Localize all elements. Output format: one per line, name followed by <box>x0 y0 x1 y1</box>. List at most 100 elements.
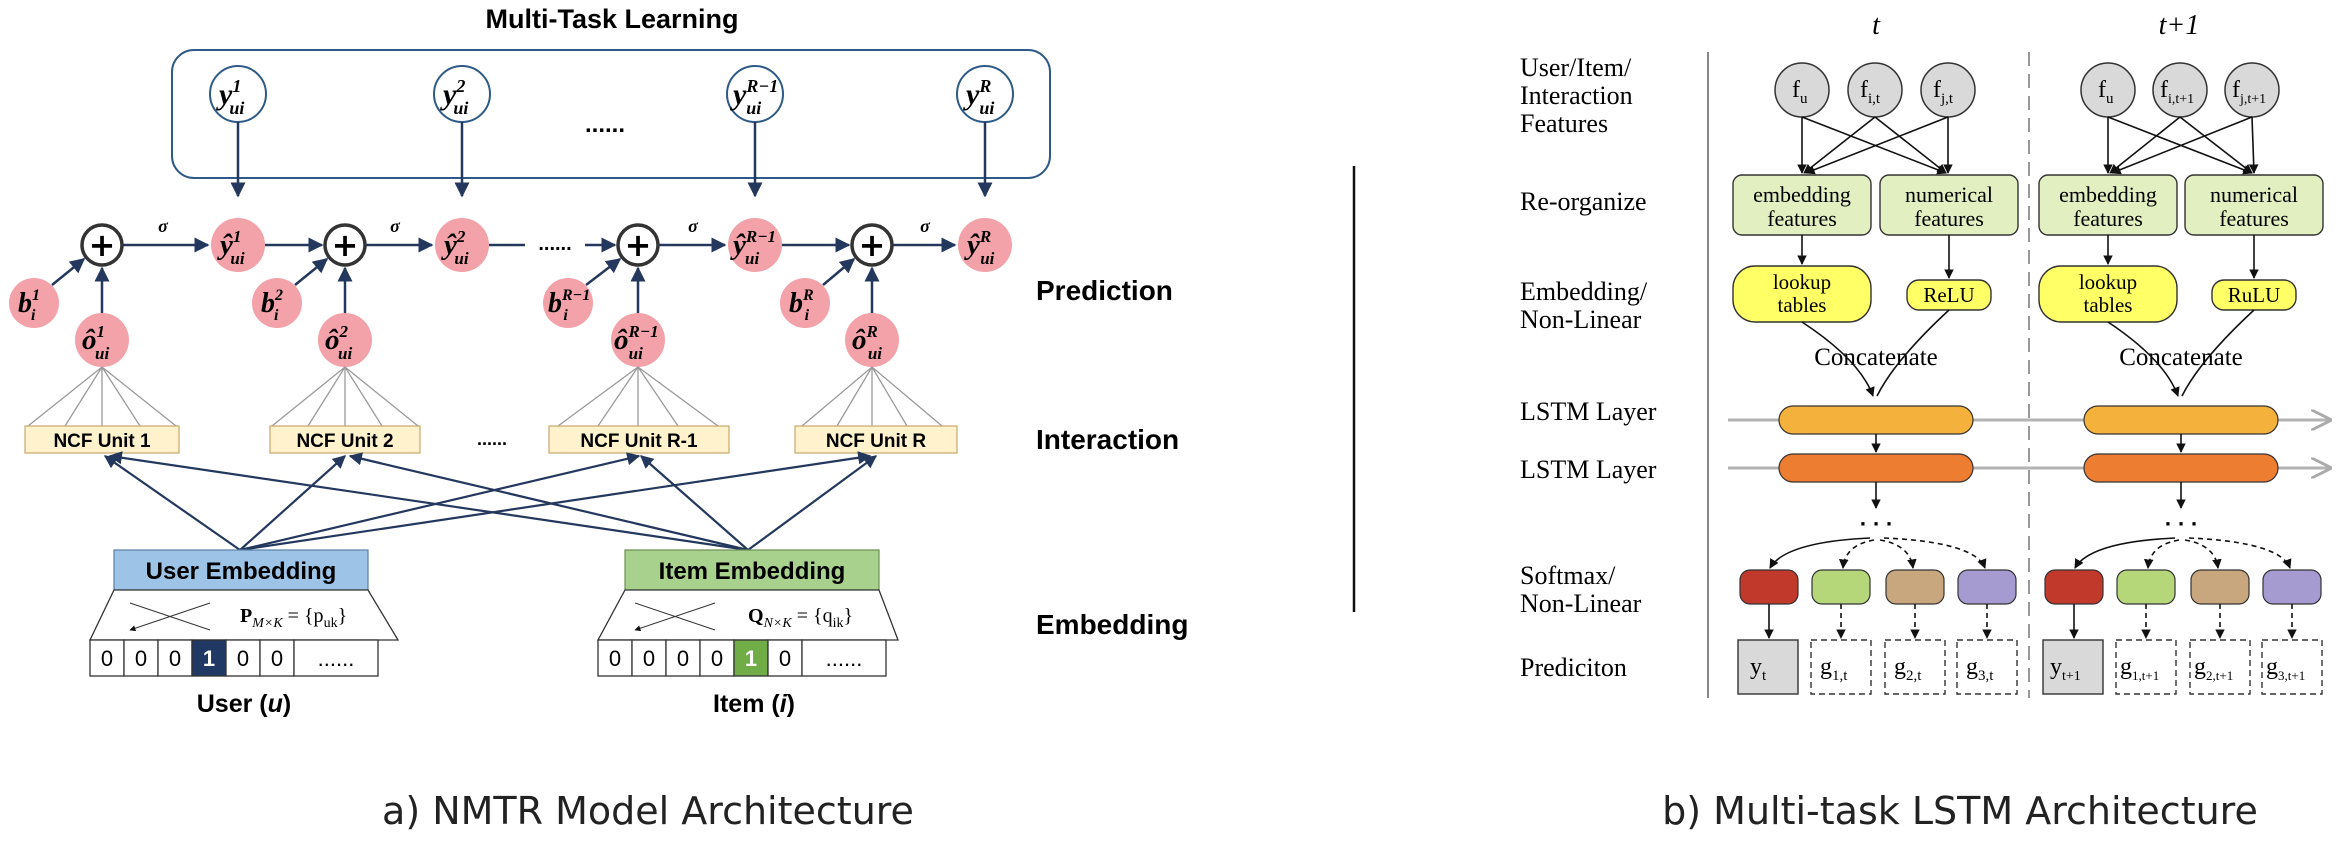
chain-ellipsis: ...... <box>538 233 571 255</box>
feature-node: fu <box>2080 62 2136 118</box>
hidden-ellipsis: · · · <box>2164 514 2197 535</box>
lstm1-cell <box>2083 405 2279 435</box>
vector-cell <box>225 639 261 677</box>
softmax-unit-aux1 <box>1811 569 1871 605</box>
softmax-arrow-dashed <box>1838 539 1875 569</box>
hidden-ellipsis: · · · <box>1859 514 1892 535</box>
user-matrix-formula: PM×K = {puk} <box>240 605 347 631</box>
svg-text:fu: fu <box>2098 77 2114 107</box>
prediction-aux: g3,t+1 <box>2261 639 2323 695</box>
svg-text:RuLU: RuLU <box>2228 283 2281 307</box>
prediction-main: yt+1 <box>2042 639 2104 695</box>
svg-text:fi,t+1: fi,t+1 <box>2160 77 2194 107</box>
softmax-unit-main <box>2044 569 2104 605</box>
vector-cell-value: 0 <box>101 646 113 671</box>
svg-text:b1i: b1i <box>18 287 40 324</box>
caption-b: b) Multi-task LSTM Architecture <box>1662 789 2258 833</box>
softmax-unit-main <box>1739 569 1799 605</box>
vector-cell <box>801 639 887 677</box>
softmax-arrow-dashed <box>2188 537 2292 569</box>
svg-text:bRi: bRi <box>789 287 814 324</box>
lstm1-cell <box>1778 405 1974 435</box>
svg-text:g2,t+1: g2,t+1 <box>2194 654 2233 683</box>
vector-cell-value: 0 <box>237 646 249 671</box>
vector-cell-value: 0 <box>135 646 147 671</box>
lstm2-cell <box>2083 453 2279 483</box>
svg-text:g2,t: g2,t <box>1894 654 1922 684</box>
svg-text:fj,t: fj,t <box>1933 77 1954 107</box>
bias-arrow <box>822 258 856 286</box>
vector-cell <box>733 639 769 677</box>
mtl-title: Multi-Task Learning <box>485 4 738 34</box>
item-lookup-shape <box>596 589 899 641</box>
softmax-arrow-dashed <box>2143 539 2180 569</box>
prediction-aux: g1,t <box>1810 639 1872 695</box>
softmax-unit-aux2 <box>1885 569 1945 605</box>
svg-text:+: + <box>625 226 652 264</box>
vector-cell-value: 1 <box>745 646 757 671</box>
vector-cell-value: 0 <box>643 646 655 671</box>
feature-node: fu <box>1774 62 1830 118</box>
relu-box: RuLU <box>2211 279 2297 311</box>
prediction-aux: g2,t <box>1884 639 1946 695</box>
svg-text:NCF Unit 1: NCF Unit 1 <box>53 431 151 452</box>
svg-text:+: + <box>859 226 886 264</box>
concat-arrow-left <box>2107 321 2180 397</box>
svg-text:+: + <box>89 226 116 264</box>
softmax-unit-aux3 <box>1957 569 2017 605</box>
row-label-reorganize: Re-organize <box>1520 187 1647 216</box>
bias-arrow <box>294 258 329 286</box>
vector-cell-value: 0 <box>169 646 181 671</box>
time-t1-label: t+1 <box>2159 10 2200 41</box>
ncf-unit: NCF Unit R <box>794 425 958 454</box>
sigma-label: σ <box>688 216 699 236</box>
svg-text:+: + <box>332 226 359 264</box>
feature-node: fi,t+1 <box>2152 62 2208 118</box>
caption-a: a) NMTR Model Architecture <box>382 789 914 833</box>
svg-text:ŷR−1ui: ŷR−1ui <box>730 227 776 268</box>
vector-cell-value: ...... <box>826 646 863 671</box>
softmax-arrow-dashed <box>1879 539 1917 569</box>
bias-arrow <box>585 258 622 286</box>
svg-text:NCF Unit 2: NCF Unit 2 <box>296 431 393 452</box>
sum-node: + <box>850 223 894 267</box>
user-lookup-shape <box>88 589 400 641</box>
vector-cell-value: 0 <box>711 646 723 671</box>
ncf-fan-lines <box>27 366 943 427</box>
concat-arrow-right <box>2181 309 2255 397</box>
vector-cell-value: 0 <box>609 646 621 671</box>
vector-cell-value: 0 <box>271 646 283 671</box>
item-cross-arrow <box>634 602 716 632</box>
embedding-arrows <box>103 451 878 552</box>
svg-text:fi,t: fi,t <box>1860 77 1881 107</box>
svg-text:fj,t+1: fj,t+1 <box>2232 77 2266 107</box>
item-matrix-formula: QN×K = {qik} <box>748 605 853 631</box>
row-label-embedding: Embedding/Non-Linear <box>1520 277 1648 334</box>
softmax-arrow <box>1769 537 1871 569</box>
